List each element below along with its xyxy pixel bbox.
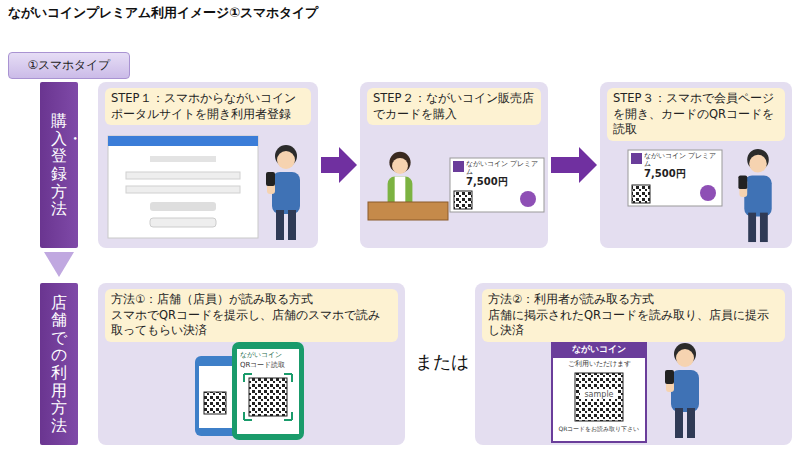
illustration-label: ながいコイン [240, 351, 296, 359]
flow-arrow [551, 147, 597, 183]
step-panel: STEP３：スマホで会員ページを開き、カードのQRコードを読取 [600, 82, 792, 248]
user-figure [266, 145, 300, 240]
phone-screen [199, 366, 237, 428]
scan-frame [244, 374, 292, 420]
method-panel: 方法②：利用者が読み取る方式店舗に掲示されたQRコードを読み取り、店員に提示し決… [475, 283, 792, 445]
phone-body [232, 342, 304, 440]
panel-background [600, 82, 792, 248]
connector-word: または [410, 352, 474, 373]
diagram-title: ながいコインプレミアム利用イメージ①スマホタイプ [8, 4, 318, 22]
card-flower [700, 185, 716, 201]
step-header: STEP２：ながいコイン販売店でカードを購入 [367, 88, 541, 125]
premium-card [450, 158, 544, 212]
card-logo [631, 153, 642, 164]
step-header: 方法①：店舗（店員）が読み取る方式スマホでQRコードを提示し、店舗のスマホで読み… [105, 289, 398, 342]
phones [195, 342, 304, 440]
node-text: スマホでQRコードを提示し、店舗のスマホで読み取ってもらい決済 [111, 308, 392, 339]
illustration-label: ご利用いただけます [555, 360, 643, 368]
card-qr [632, 185, 650, 203]
qr-sign [552, 342, 646, 442]
screen-input [126, 172, 240, 179]
user-figure [665, 343, 699, 438]
node-text: STEP１：スマホからながいコインポータルサイトを開き利用者登録 [111, 91, 305, 122]
illustration-label: sample [580, 390, 618, 399]
flow-arrow [44, 252, 74, 277]
node-text: 方法①：店舗（店員）が読み取る方式 [111, 292, 392, 308]
card-flower [520, 191, 536, 207]
illustration-label: ながいコイン プレミアム [466, 160, 540, 176]
screen-button [150, 202, 216, 211]
section-bar: 店舗での利用方法 [40, 283, 78, 445]
illustration-label: QRコードをお読み取り下さい [554, 426, 644, 433]
sign-band [552, 342, 646, 358]
panel-background [360, 82, 548, 248]
illustration-label: ながいコイン [555, 344, 643, 354]
phone-qr [204, 392, 226, 414]
sign-qr [575, 373, 623, 421]
card-body [628, 150, 722, 206]
step-panel: STEP１：スマホからながいコインポータルサイトを開き利用者登録 [98, 82, 318, 248]
screen-input [126, 186, 240, 193]
card-qr [454, 191, 472, 209]
card-body [450, 158, 544, 212]
node-text: 店舗に掲示されたQRコードを読み取り、店員に提示し決済 [488, 308, 779, 339]
node-text: ①スマホタイプ [28, 57, 111, 74]
node-text: STEP２：ながいコイン販売店でカードを購入 [373, 91, 535, 122]
section-bar: 購入・登録方法 [40, 82, 78, 248]
panel-background [98, 283, 405, 445]
step-header: 方法②：利用者が読み取る方式店舗に掲示されたQRコードを読み取り、店員に提示し決… [482, 289, 785, 342]
screen-button [150, 218, 216, 227]
vertical-label: 店舗での利用方法 [51, 294, 67, 435]
counter [368, 202, 448, 220]
panel-background [98, 82, 318, 248]
sign-body [552, 342, 646, 442]
panel-background [475, 283, 792, 445]
premium-card [628, 150, 722, 206]
illustration-label: ながいコイン プレミアム [644, 152, 718, 168]
flow-arrow [321, 147, 357, 183]
section-tab: ①スマホタイプ [8, 52, 130, 79]
screen-header [108, 136, 258, 146]
card-logo [453, 161, 464, 172]
portal-screenshot [108, 136, 258, 238]
vertical-label: 購入・登録方法 [51, 112, 67, 218]
phone-screen [237, 349, 299, 434]
phone-qr [249, 378, 287, 416]
illustration-label: 7,500円 [466, 176, 526, 188]
node-text: 方法②：利用者が読み取る方式 [488, 292, 779, 308]
screen-line [150, 156, 216, 162]
screen-frame [108, 136, 258, 238]
step-header: STEP１：スマホからながいコインポータルサイトを開き利用者登録 [105, 88, 311, 125]
illustration-label: QRコード読取 [240, 361, 296, 369]
user-figure [738, 149, 771, 242]
step-header: STEP３：スマホで会員ページを開き、カードのQRコードを読取 [607, 88, 785, 141]
illustration-label: 7,500円 [644, 168, 704, 180]
node-text: STEP３：スマホで会員ページを開き、カードのQRコードを読取 [613, 91, 779, 138]
